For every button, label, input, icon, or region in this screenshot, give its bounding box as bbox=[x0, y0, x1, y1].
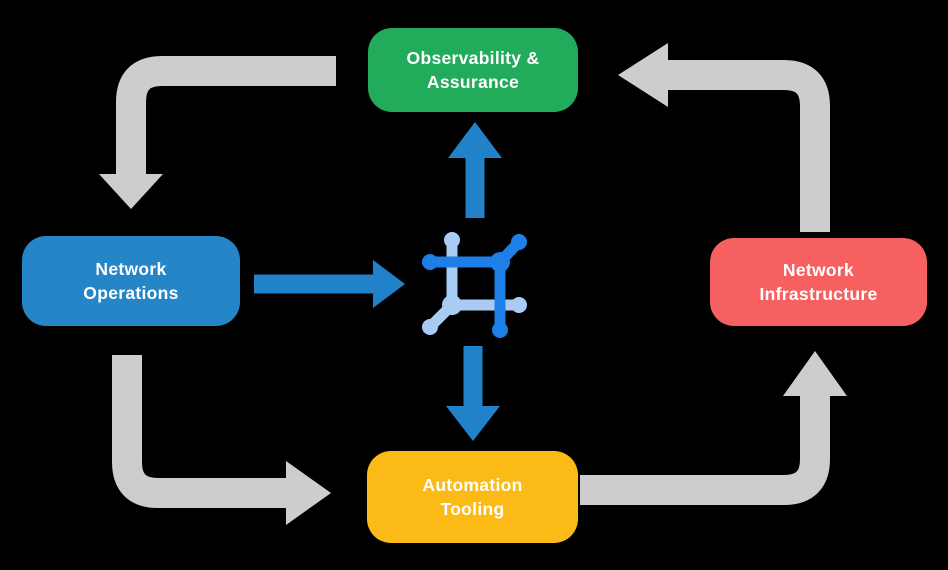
node-label-line: Infrastructure bbox=[759, 284, 878, 304]
arrow-observability-to-operations bbox=[99, 56, 336, 209]
network-mesh-icon bbox=[422, 232, 527, 338]
arrow-head-right bbox=[373, 260, 405, 308]
mesh-junction-bottom-left bbox=[442, 295, 462, 315]
arrow-automation-to-infrastructure bbox=[580, 351, 847, 505]
node-label-line: Observability & bbox=[406, 47, 540, 68]
node-label-line: Assurance bbox=[426, 72, 520, 92]
mesh-junction-top-right bbox=[490, 252, 510, 272]
arrow-center-to-observability bbox=[448, 122, 502, 218]
node-label-line: Network bbox=[782, 259, 855, 280]
mesh-node-bottom-left bbox=[422, 319, 438, 335]
node-automation-tooling: Automation Tooling bbox=[367, 451, 578, 543]
mesh-node-top-right bbox=[511, 234, 527, 250]
mesh-node-bottom bbox=[492, 322, 508, 338]
node-observability-assurance: Observability & Assurance bbox=[368, 28, 578, 112]
arrow-operations-to-center bbox=[254, 260, 405, 308]
arrow-head-left bbox=[618, 43, 668, 107]
node-label-line: Tooling bbox=[440, 499, 505, 519]
mesh-node-right bbox=[511, 297, 527, 313]
node-label-line: Operations bbox=[83, 283, 179, 303]
arrow-shaft bbox=[666, 60, 830, 232]
mesh-node-left bbox=[422, 254, 438, 270]
arrow-head-up bbox=[783, 351, 847, 396]
arrow-shaft bbox=[116, 56, 336, 176]
arrow-shaft bbox=[112, 355, 288, 508]
node-label-line: Automation bbox=[422, 474, 523, 495]
node-network-operations: Network Operations bbox=[22, 236, 240, 326]
arrow-head-right bbox=[286, 461, 331, 525]
arrow-head-down bbox=[446, 406, 500, 441]
arrow-head-down bbox=[99, 174, 163, 209]
mesh-node-top bbox=[444, 232, 460, 248]
arrow-infrastructure-to-observability bbox=[618, 43, 830, 232]
arrow-center-to-automation bbox=[446, 346, 500, 441]
node-label-line: Network bbox=[95, 258, 167, 279]
arrow-head-up bbox=[448, 122, 502, 158]
node-network-infrastructure: Network Infrastructure bbox=[710, 238, 927, 326]
arrow-operations-to-automation bbox=[112, 355, 331, 525]
arrow-shaft bbox=[580, 394, 830, 505]
